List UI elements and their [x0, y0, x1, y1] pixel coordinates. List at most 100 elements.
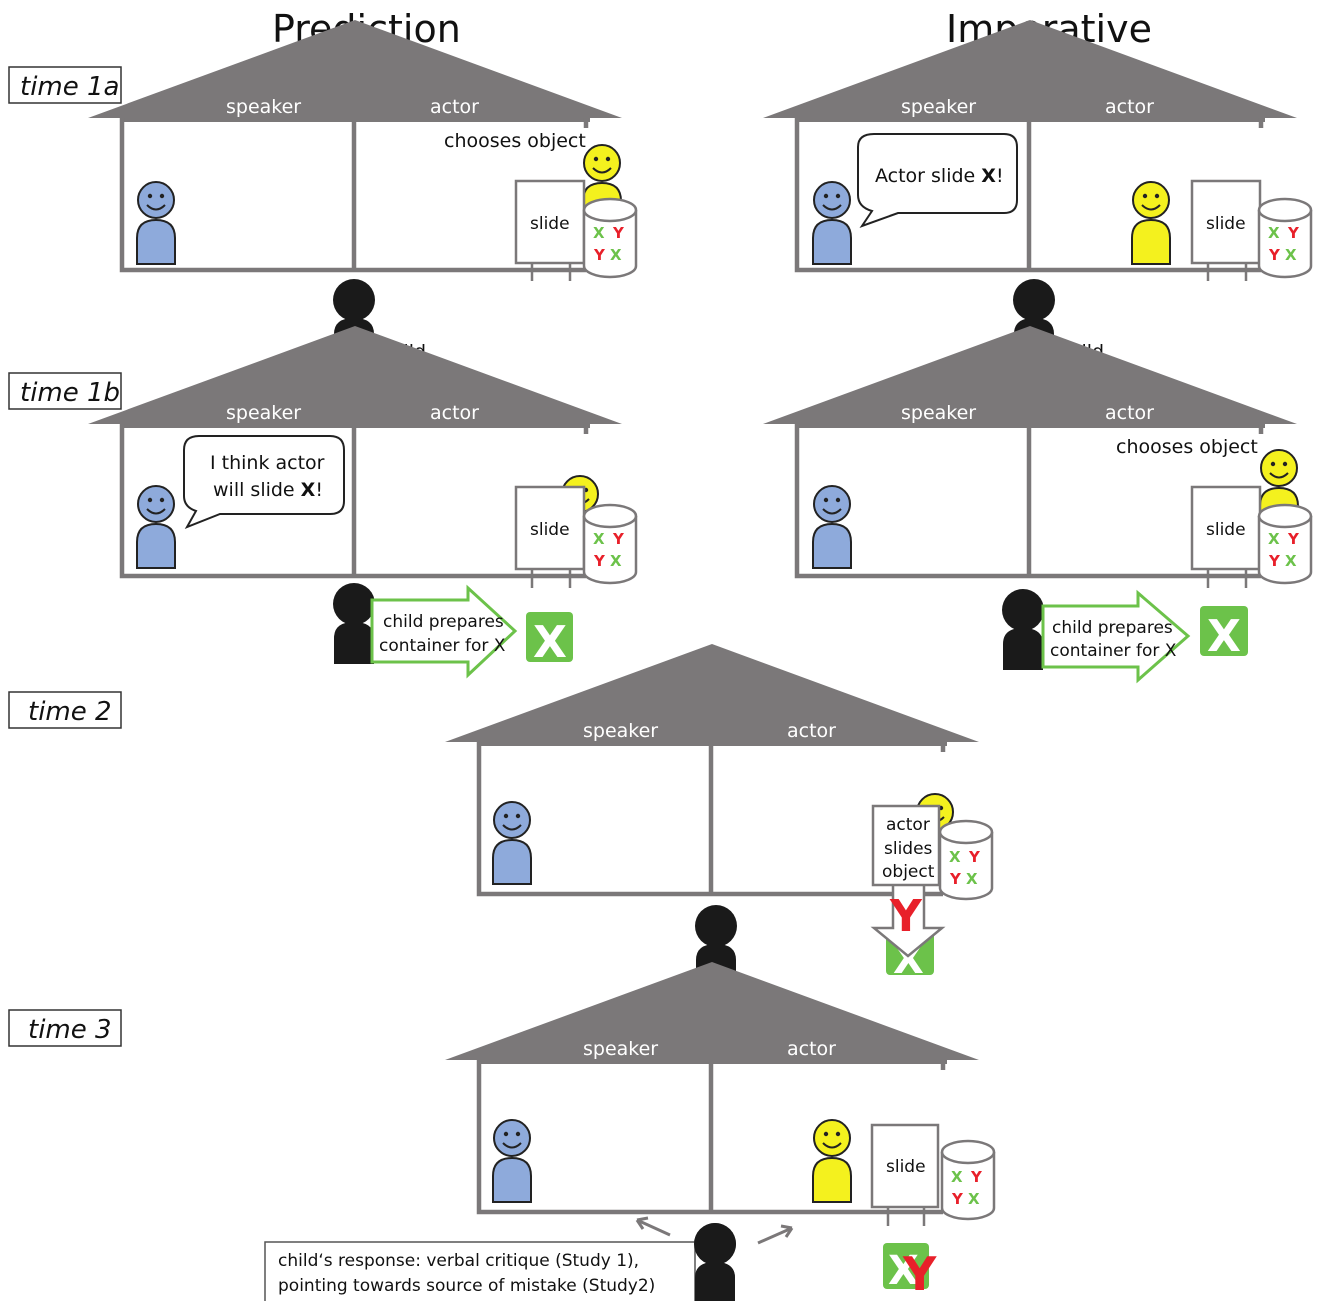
- svg-text:actor: actor: [430, 96, 479, 118]
- svg-text:X: X: [888, 1248, 919, 1294]
- speaker-figure: [136, 181, 176, 265]
- svg-text:slide: slide: [886, 1157, 926, 1177]
- svg-text:Y: Y: [1268, 552, 1281, 570]
- svg-text:slide: slide: [530, 520, 570, 540]
- svg-text:Y: Y: [593, 552, 606, 570]
- svg-text:I think actor: I think actor: [210, 452, 325, 474]
- svg-text:object: object: [882, 862, 935, 882]
- child-figure: [694, 1223, 736, 1301]
- svg-text:speaker: speaker: [226, 96, 301, 118]
- speech-bubble-imperative: Actor slide X!: [857, 133, 1018, 228]
- container-cylinder: X Y Y X: [582, 503, 638, 585]
- svg-text:slide: slide: [530, 214, 570, 234]
- actor-figure: [1131, 181, 1171, 265]
- svg-text:X: X: [968, 1190, 980, 1208]
- svg-text:time 1a: time 1a: [20, 72, 119, 102]
- child-figure: [1002, 589, 1044, 670]
- svg-text:Y: Y: [593, 246, 606, 264]
- svg-text:Y: Y: [1268, 246, 1281, 264]
- svg-text:Y: Y: [612, 224, 625, 242]
- svg-text:slides: slides: [884, 839, 933, 859]
- time-2-box: time 2: [8, 691, 122, 729]
- house-imperative-1b: speaker actor: [763, 326, 1297, 576]
- svg-text:Y: Y: [968, 848, 981, 866]
- svg-text:Y: Y: [1287, 224, 1300, 242]
- svg-text:X: X: [1268, 224, 1280, 242]
- pointing-arrows: [635, 1216, 794, 1245]
- chooses-object-label: chooses object: [444, 130, 586, 152]
- speech-bubble-prediction: I think actor will slide X!: [183, 435, 345, 529]
- svg-text:X: X: [949, 848, 961, 866]
- svg-text:X: X: [966, 870, 978, 888]
- svg-text:speaker: speaker: [583, 720, 658, 742]
- svg-text:container for X: container for X: [1050, 641, 1177, 661]
- svg-text:will slide X!: will slide X!: [213, 479, 323, 501]
- slide-box: slide: [1190, 485, 1262, 588]
- svg-text:Y: Y: [1287, 530, 1300, 548]
- container-cylinder: X Y Y X: [582, 197, 638, 279]
- svg-text:speaker: speaker: [901, 402, 976, 424]
- house-prediction-1a: speaker actor: [88, 20, 622, 270]
- prepare-arrow: child prepares container for X: [370, 584, 518, 679]
- svg-text:speaker: speaker: [226, 402, 301, 424]
- svg-text:actor: actor: [430, 402, 479, 424]
- falling-y-letter: Y: [889, 891, 923, 942]
- time-3-box: time 3: [8, 1009, 122, 1047]
- target-xy-tile: X Y: [883, 1243, 937, 1301]
- speaker-figure: [136, 485, 176, 569]
- svg-text:time 2: time 2: [28, 697, 112, 727]
- response-box: child‘s response: verbal critique (Study…: [264, 1241, 696, 1301]
- svg-text:X: X: [533, 617, 567, 668]
- house-time-2: speaker actor: [445, 644, 979, 894]
- svg-text:Y: Y: [951, 1190, 964, 1208]
- svg-text:Y: Y: [902, 1247, 937, 1301]
- speaker-figure: [492, 1119, 532, 1203]
- slide-box: slide: [870, 1123, 940, 1226]
- svg-text:Y: Y: [612, 530, 625, 548]
- time-1b-box: time 1b: [8, 372, 122, 410]
- svg-text:time 1b: time 1b: [20, 378, 120, 408]
- svg-text:slide: slide: [1206, 214, 1246, 234]
- svg-text:child prepares: child prepares: [383, 612, 504, 632]
- svg-text:X: X: [593, 530, 605, 548]
- svg-text:X: X: [1285, 246, 1297, 264]
- svg-text:X: X: [1268, 530, 1280, 548]
- svg-text:X: X: [610, 246, 622, 264]
- chooses-object-label: chooses object: [1116, 436, 1258, 458]
- prepare-arrow: child prepares container for X: [1041, 589, 1191, 684]
- house-prediction-1b: speaker actor: [88, 326, 622, 576]
- svg-text:actor: actor: [1105, 96, 1154, 118]
- svg-text:speaker: speaker: [901, 96, 976, 118]
- svg-text:Actor slide X!: Actor slide X!: [875, 165, 1004, 187]
- slide-down-arrow: [870, 882, 946, 958]
- svg-text:actor: actor: [787, 1038, 836, 1060]
- container-cylinder: X Y Y X: [1257, 503, 1313, 585]
- svg-text:child prepares: child prepares: [1052, 618, 1173, 638]
- svg-text:X: X: [1285, 552, 1297, 570]
- svg-text:actor: actor: [1105, 402, 1154, 424]
- svg-text:Y: Y: [949, 870, 962, 888]
- speaker-figure: [812, 485, 852, 569]
- house-time-3: speaker actor: [445, 962, 979, 1212]
- house-imperative-1a: speaker actor: [763, 20, 1297, 270]
- svg-text:Y: Y: [970, 1168, 983, 1186]
- child-figure: [333, 583, 375, 664]
- svg-text:X: X: [1207, 611, 1241, 662]
- svg-text:X: X: [610, 552, 622, 570]
- target-x-tile: X: [1200, 606, 1248, 662]
- speaker-figure: [492, 801, 532, 885]
- svg-text:slide: slide: [1206, 520, 1246, 540]
- target-x-tile: X: [526, 612, 573, 668]
- svg-text:X: X: [593, 224, 605, 242]
- slide-box: slide: [514, 179, 586, 281]
- container-cylinder: X Y Y X: [1257, 197, 1313, 279]
- slide-box: slide: [1190, 179, 1262, 281]
- actor-figure: [812, 1119, 852, 1203]
- svg-text:actor: actor: [886, 815, 930, 835]
- container-cylinder: X Y Y X: [938, 819, 994, 901]
- svg-text:pointing towards source of mis: pointing towards source of mistake (Stud…: [278, 1276, 655, 1296]
- container-cylinder: X Y Y X: [940, 1139, 996, 1221]
- svg-text:time 3: time 3: [28, 1015, 112, 1045]
- svg-text:actor: actor: [787, 720, 836, 742]
- svg-text:speaker: speaker: [583, 1038, 658, 1060]
